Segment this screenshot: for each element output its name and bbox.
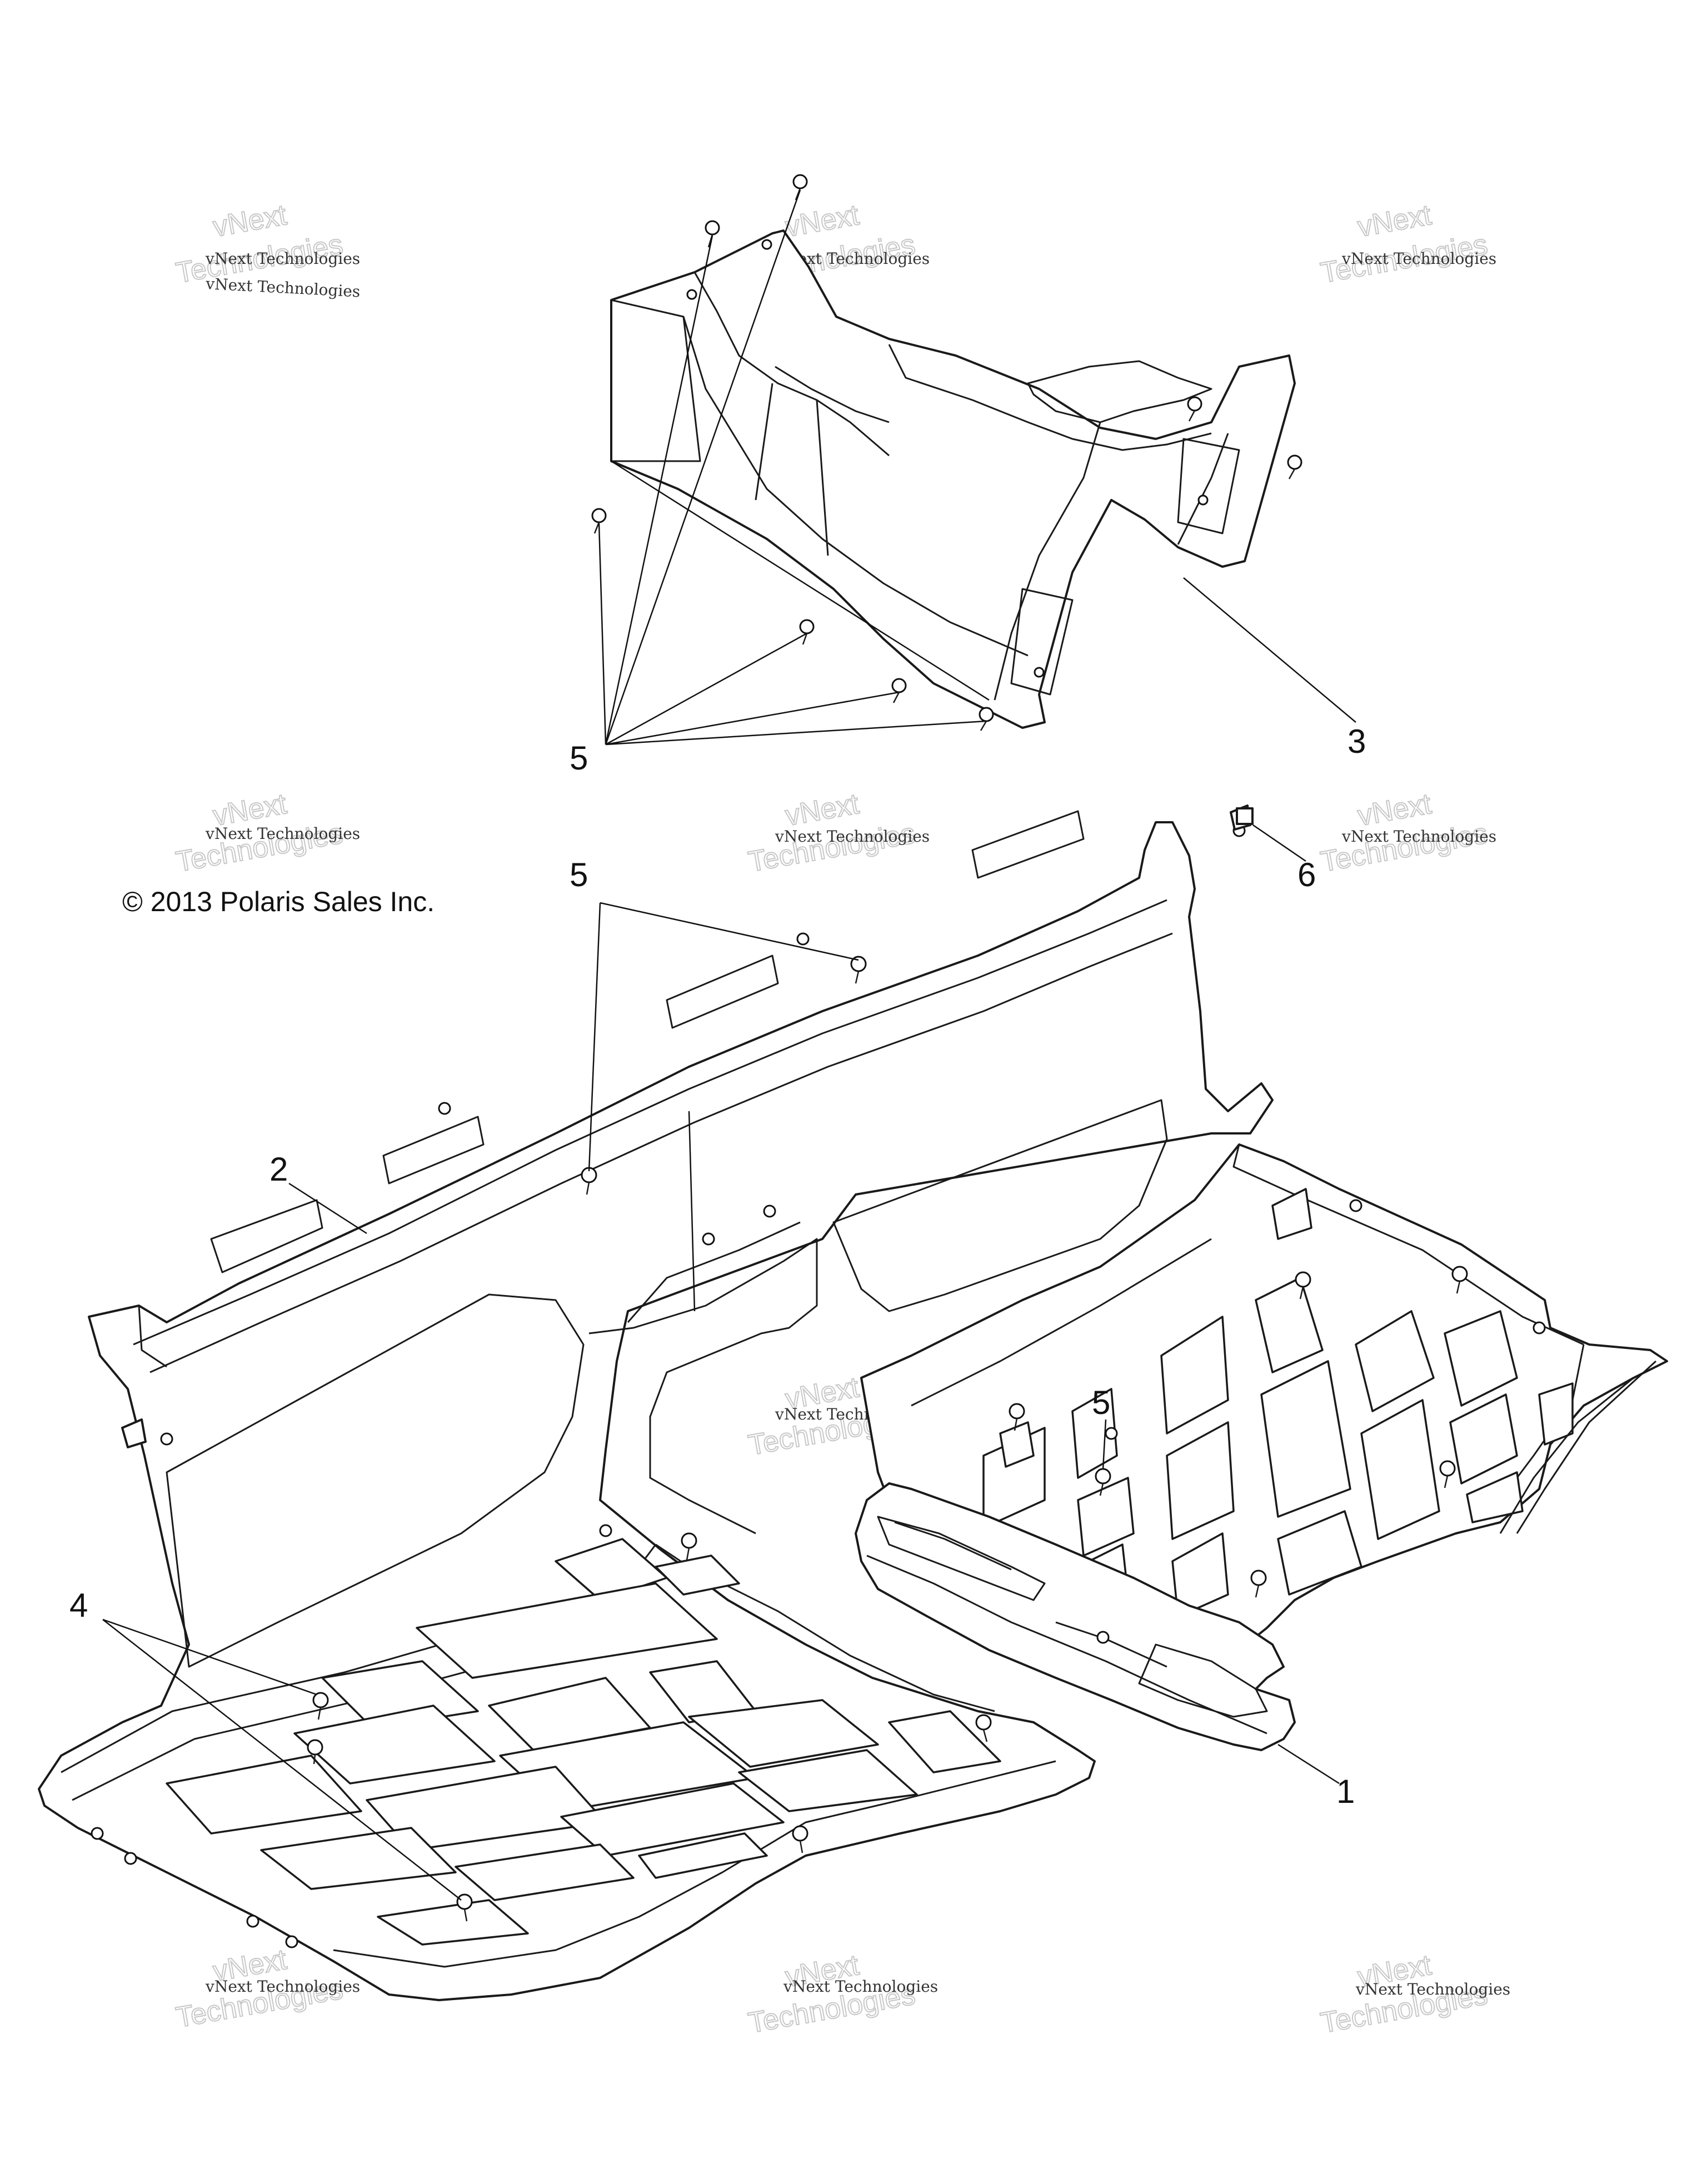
callout-5: 5 xyxy=(1092,1384,1110,1421)
screw-icon xyxy=(792,174,808,201)
svg-text:vNext: vNext xyxy=(1355,788,1434,832)
hole-icon xyxy=(160,1432,173,1446)
svg-text:vNext: vNext xyxy=(783,788,862,832)
screw-icon xyxy=(792,1825,808,1853)
callout-4: 4 xyxy=(69,1587,88,1624)
hole-icon xyxy=(796,932,810,946)
hole-icon xyxy=(91,1827,104,1840)
callout-1: 1 xyxy=(1336,1773,1355,1810)
copyright-text: © 2013 Polaris Sales Inc. xyxy=(122,886,435,917)
part-1-step-plate xyxy=(855,1482,1296,1751)
hole-icon xyxy=(1349,1199,1362,1212)
fasteners-part-3 xyxy=(591,174,1302,731)
hole-icon xyxy=(702,1232,715,1246)
watermark-text: vNext Technologies xyxy=(783,1977,938,1996)
fasteners-lower xyxy=(307,807,1468,1922)
leader-lines xyxy=(102,189,1356,1901)
screw-icon xyxy=(1187,396,1202,422)
screw-icon xyxy=(312,1692,329,1720)
screw-icon xyxy=(799,619,815,645)
watermark-text: vNext Technologies xyxy=(1341,249,1496,268)
watermark-text: vNext Technologies xyxy=(1341,827,1496,846)
callout-3: 3 xyxy=(1347,723,1366,760)
callout-5: 5 xyxy=(570,856,588,893)
watermark-text: vNext Technologies xyxy=(1355,1980,1510,1998)
hole-icon xyxy=(285,1935,298,1948)
hole-icon xyxy=(1197,494,1209,506)
clip-icon xyxy=(121,1418,147,1448)
hole-icon xyxy=(124,1852,137,1865)
hole-icon xyxy=(763,1205,776,1218)
screw-icon xyxy=(591,508,607,534)
screw-icon xyxy=(1287,454,1302,479)
svg-text:Technologies: Technologies xyxy=(746,817,917,878)
screw-icon xyxy=(456,1893,473,1922)
screw-icon xyxy=(850,956,867,984)
hole-icon xyxy=(1034,667,1045,678)
screw-icon xyxy=(307,1739,323,1765)
callout-5: 5 xyxy=(570,739,588,777)
screw-icon xyxy=(1250,1570,1267,1598)
screw-icon xyxy=(1295,1271,1311,1300)
nut-clip-icon xyxy=(1236,807,1254,825)
part-3-rear-panel xyxy=(610,229,1296,729)
callout-6: 6 xyxy=(1297,856,1316,893)
screw-icon xyxy=(1009,1403,1025,1431)
callout-2: 2 xyxy=(269,1151,288,1188)
screw-icon xyxy=(581,1167,597,1195)
screw-icon xyxy=(891,678,907,703)
screw-icon xyxy=(705,220,720,248)
watermark: vNext Technologies xyxy=(173,198,346,290)
svg-text:vNext: vNext xyxy=(1355,199,1434,243)
screw-icon xyxy=(1451,1266,1468,1294)
hole-icon xyxy=(686,289,697,300)
watermark-text: vNext Technologies xyxy=(205,824,360,843)
watermark-text: vNext Technologies xyxy=(775,827,930,846)
watermark-text: vNext Technologies xyxy=(205,249,360,268)
svg-text:vNext: vNext xyxy=(211,199,290,243)
screw-icon xyxy=(1439,1460,1456,1488)
callout-labels: 5 3 6 5 2 5 4 1 xyxy=(69,723,1366,1810)
screw-icon xyxy=(681,1532,697,1561)
hole-icon xyxy=(1533,1321,1546,1335)
watermark-text: vNext Technologies xyxy=(205,274,361,301)
screw-icon xyxy=(979,707,994,731)
hole-icon xyxy=(1105,1427,1118,1440)
hole-icon xyxy=(438,1102,451,1115)
hole-icon xyxy=(761,239,772,250)
hole-icon xyxy=(246,1915,259,1928)
screw-icon xyxy=(975,1714,992,1742)
part-2-floor-panel xyxy=(38,804,1274,2001)
svg-text:Technologies: Technologies xyxy=(1318,817,1490,878)
watermark: vNext Technologies xyxy=(1317,198,1490,290)
watermark-text: vNext Technologies xyxy=(205,1977,360,1996)
hole-icon xyxy=(1096,1631,1110,1644)
hole-icon xyxy=(599,1524,612,1537)
